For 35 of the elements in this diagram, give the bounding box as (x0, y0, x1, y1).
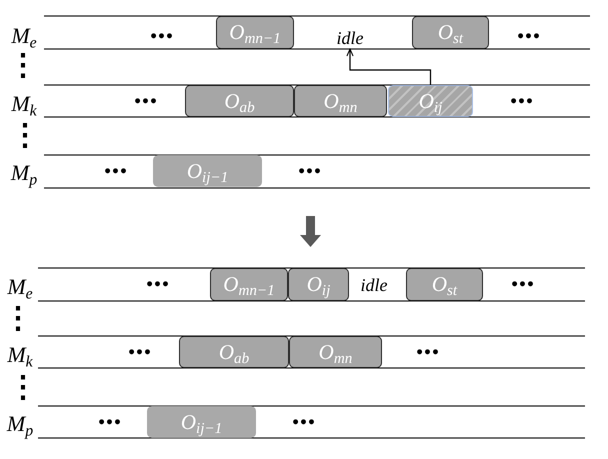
ellipsis: ••• (103, 165, 127, 179)
idle-label: idle (352, 274, 396, 296)
ellipsis: ••• (516, 30, 540, 44)
hatched-operation-block: O$_{ij}$ (388, 85, 473, 117)
ellipsis: ••• (509, 95, 533, 109)
vertical-ellipsis: ⋮ (3, 304, 33, 334)
ellipsis: ••• (145, 278, 169, 292)
arrow (346, 48, 432, 85)
vertical-ellipsis: ⋮ (10, 121, 40, 151)
machine-label: M$_{k}$ (7, 344, 33, 366)
operation-block: O$_{ij}$ (288, 268, 349, 301)
ellipsis: ••• (291, 416, 315, 430)
machine-label: M$_{e}$ (7, 276, 33, 298)
vertical-ellipsis: ⋮ (8, 373, 38, 403)
operation-block: O$_{mn}$ (289, 336, 382, 368)
ellipsis: ••• (133, 95, 157, 109)
ellipsis: ••• (149, 30, 173, 44)
operation-block: O$_{st}$ (406, 268, 483, 301)
operation-block: O$_{mn−1}$ (210, 268, 288, 301)
operation-block: O$_{st}$ (412, 16, 489, 49)
idle-label: idle (328, 27, 372, 49)
machine-label: M$_{e}$ (11, 25, 37, 47)
ellipsis: ••• (127, 346, 151, 360)
operation-block: O$_{mn}$ (294, 85, 387, 117)
operation-block: O$_{ab}$ (185, 85, 294, 117)
ellipsis: ••• (297, 165, 321, 179)
operation-block: O$_{ij−1}$ (153, 155, 262, 187)
ellipsis: ••• (415, 346, 439, 360)
operation-block: O$_{mn−1}$ (216, 16, 294, 49)
operation-block: O$_{ab}$ (179, 336, 289, 368)
vertical-ellipsis: ⋮ (8, 51, 38, 81)
ellipsis: ••• (97, 416, 121, 430)
machine-label: M$_{k}$ (11, 93, 37, 115)
operation-block: O$_{ij−1}$ (147, 406, 256, 438)
ellipsis: ••• (510, 278, 534, 292)
